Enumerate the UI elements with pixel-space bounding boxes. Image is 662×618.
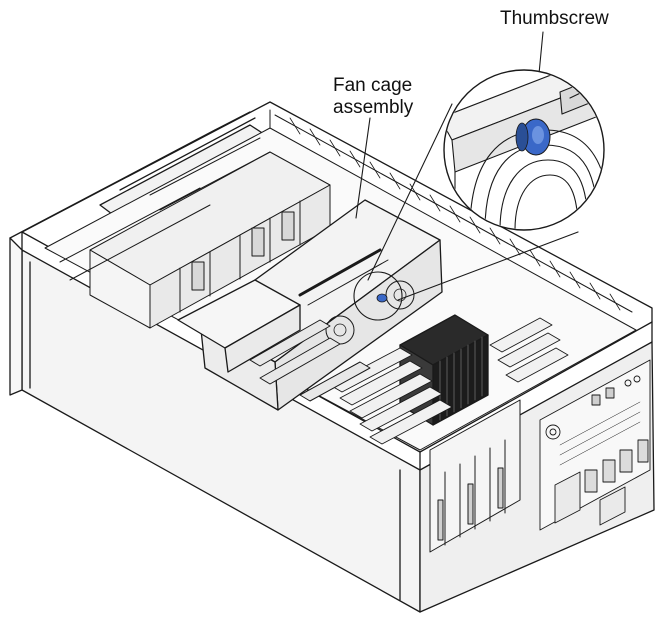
- zoom-line-lower: [397, 231, 579, 301]
- rear-io-panel: [539, 359, 651, 531]
- thumbscrew-small-icon: [376, 293, 388, 303]
- fan-cage-leader: [355, 117, 371, 219]
- thumbscrew-location-circle: [353, 271, 403, 321]
- zoom-line-upper: [367, 103, 453, 281]
- drive-cage: [59, 137, 331, 329]
- pci-cards: [249, 319, 521, 553]
- memory-modules: [329, 317, 569, 445]
- thumbscrew-label: Thumbscrew: [500, 8, 609, 29]
- thumbscrew-zoom-inset: [443, 69, 605, 231]
- fan-cage-label-line1: Fan cage: [333, 75, 413, 96]
- fan-cage-assembly: [177, 199, 443, 411]
- fan-cage-label-line2: assembly: [333, 97, 414, 118]
- thumbscrew-icon: [515, 118, 551, 156]
